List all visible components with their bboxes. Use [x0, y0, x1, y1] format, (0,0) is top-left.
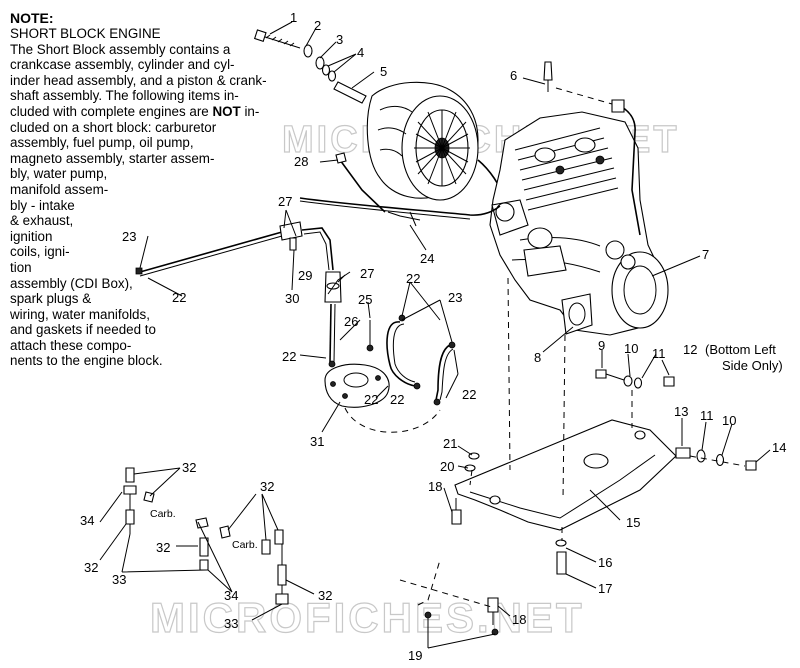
- callout-27b: 27: [360, 266, 374, 281]
- note-line: inder head assembly, and a piston & cran…: [10, 72, 267, 88]
- callout-26: 26: [344, 314, 358, 329]
- note-line: SHORT BLOCK ENGINE: [10, 26, 161, 41]
- callout-17: 17: [598, 581, 612, 596]
- callout-8: 8: [534, 350, 541, 365]
- callout-6: 6: [510, 68, 517, 83]
- note-line: ignition: [10, 228, 53, 244]
- callout-10a: 10: [624, 341, 638, 356]
- callout-27a: 27: [278, 194, 292, 209]
- note-line: magneto assembly, starter assem-: [10, 150, 215, 166]
- engine-assembly: [489, 111, 669, 336]
- callout-19: 19: [408, 648, 422, 663]
- callout-4: 4: [357, 45, 364, 60]
- callout-21: 21: [443, 436, 457, 451]
- mount-plate-group: [399, 277, 757, 636]
- callout-29: 29: [298, 268, 312, 283]
- callout-11a: 11: [652, 346, 666, 361]
- callout-7: 7: [702, 247, 709, 262]
- callout-22a: 22: [172, 290, 186, 305]
- callout-numbers: 1 2 3 4 5 6 7 8 9 10 11 12 (Bottom Left …: [80, 10, 786, 663]
- note-line: coils, igni-: [10, 244, 70, 260]
- callout-13: 13: [674, 404, 688, 419]
- callout-9: 9: [598, 338, 605, 353]
- callout-30: 30: [285, 291, 299, 306]
- callout-12-note-2: Side Only): [722, 358, 783, 373]
- callout-10b: 10: [722, 413, 736, 428]
- note-line: cluded on a short block: carburetor: [10, 119, 217, 135]
- note-line: attach these compo-: [10, 337, 132, 353]
- note-line: nents to the engine block.: [10, 353, 163, 369]
- spark-plug-wire: [543, 61, 641, 236]
- callout-5: 5: [380, 64, 387, 79]
- callout-23a: 23: [122, 229, 136, 244]
- callout-23b: 23: [448, 290, 462, 305]
- note-line: cluded with complete engines are NOT in-: [10, 103, 260, 119]
- note-line: assembly (CDI Box),: [10, 275, 133, 291]
- note-line: bly, water pump,: [10, 166, 108, 182]
- callout-11b: 11: [700, 408, 714, 423]
- callout-34a: 34: [80, 513, 94, 528]
- note-line: & exhaust,: [10, 213, 74, 229]
- callout-14: 14: [772, 440, 786, 455]
- callout-12: 12: [683, 342, 697, 357]
- carb-label-2: Carb.: [232, 539, 258, 551]
- leader-lines: [99, 21, 771, 649]
- note-line: assembly, fuel pump, oil pump,: [10, 135, 194, 151]
- callout-31: 31: [310, 434, 324, 449]
- callout-22e: 22: [390, 392, 404, 407]
- callout-15: 15: [626, 515, 640, 530]
- carb-label-1: Carb.: [150, 508, 176, 520]
- callout-12-note-1: (Bottom Left: [705, 342, 776, 357]
- callout-32c: 32: [156, 540, 170, 555]
- note-line: bly - intake: [10, 197, 75, 213]
- callout-18a: 18: [428, 479, 442, 494]
- callout-25: 25: [358, 292, 372, 307]
- callout-32b: 32: [260, 479, 274, 494]
- note-line: and gaskets if needed to: [10, 322, 156, 338]
- callout-16: 16: [598, 555, 612, 570]
- callout-28: 28: [294, 154, 308, 169]
- note-line: shaft assembly. The following items in-: [10, 88, 239, 104]
- callout-32d: 32: [84, 560, 98, 575]
- callout-20: 20: [440, 459, 454, 474]
- throttle-cable: [299, 152, 501, 227]
- note-line: manifold assem-: [10, 181, 109, 197]
- callout-34b: 34: [224, 588, 238, 603]
- fuel-oil-lines: [135, 221, 456, 433]
- callout-2: 2: [314, 18, 321, 33]
- note-line: tion: [10, 259, 32, 275]
- callout-32e: 32: [318, 588, 332, 603]
- callout-22f: 22: [462, 387, 476, 402]
- callout-18b: 18: [512, 612, 526, 627]
- watermark-bottom: MICROFICHES.NET: [150, 594, 585, 641]
- recoil-starter-group: [253, 29, 506, 201]
- note-line: wiring, water manifolds,: [10, 306, 150, 322]
- callout-24: 24: [420, 251, 434, 266]
- callout-22d: 22: [364, 392, 378, 407]
- note-line: spark plugs &: [10, 291, 92, 307]
- carb-fittings-group: [123, 467, 289, 605]
- note-line: crankcase assembly, cylinder and cyl-: [10, 57, 235, 73]
- callout-33b: 33: [224, 616, 238, 631]
- callout-33a: 33: [112, 572, 126, 587]
- note-title: NOTE:: [10, 10, 54, 26]
- callout-22c: 22: [406, 271, 420, 286]
- callout-22b: 22: [282, 349, 296, 364]
- callout-32a: 32: [182, 460, 196, 475]
- callout-1: 1: [290, 10, 297, 25]
- callout-3: 3: [336, 32, 343, 47]
- note-line: The Short Block assembly contains a: [10, 41, 231, 57]
